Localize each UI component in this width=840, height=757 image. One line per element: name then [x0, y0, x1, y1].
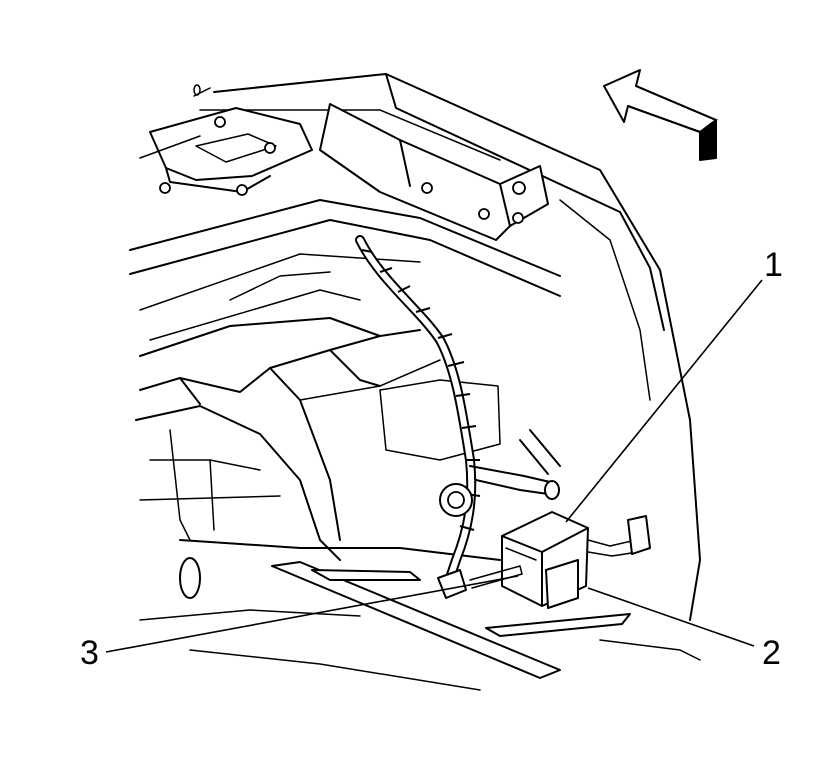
callout-leaders [105, 279, 763, 653]
wiring-harness [355, 235, 561, 589]
callout-3: 3 [80, 634, 99, 672]
quarter-panel [193, 73, 701, 621]
rear-shelf-structure [129, 199, 561, 357]
cross-brace [319, 103, 549, 241]
left-bracket [139, 107, 313, 196]
direction-arrow-icon [603, 69, 718, 161]
wheelhouse [135, 335, 501, 561]
callout-1: 1 [764, 246, 783, 284]
floor-rails [139, 557, 701, 691]
harness-connector [437, 565, 523, 599]
control-module [501, 511, 651, 609]
callout-2: 2 [762, 634, 781, 672]
